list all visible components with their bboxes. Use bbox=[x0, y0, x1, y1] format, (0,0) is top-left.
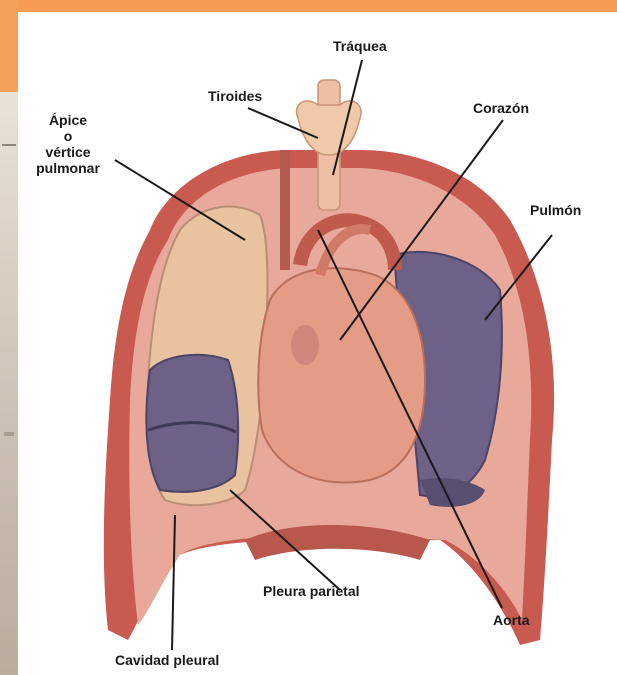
label-cavidad-pleural: Cavidad pleural bbox=[115, 652, 219, 668]
label-corazon: Corazón bbox=[473, 100, 529, 116]
label-apice-line: pulmonar bbox=[32, 160, 104, 176]
label-apice-line: Ápice bbox=[32, 112, 104, 128]
thyroid bbox=[296, 101, 361, 155]
label-apice-pulmonar: Ápice o vértice pulmonar bbox=[32, 112, 104, 176]
heart bbox=[258, 268, 425, 482]
label-apice-line: o bbox=[32, 128, 104, 144]
label-pulmon: Pulmón bbox=[530, 202, 581, 218]
label-apice-line: vértice bbox=[32, 144, 104, 160]
label-tiroides: Tiroides bbox=[208, 88, 262, 104]
heart-atrium bbox=[291, 325, 319, 365]
label-pleura-parietal: Pleura parietal bbox=[263, 583, 360, 599]
label-aorta: Aorta bbox=[493, 612, 530, 628]
label-traquea: Tráquea bbox=[333, 38, 387, 54]
